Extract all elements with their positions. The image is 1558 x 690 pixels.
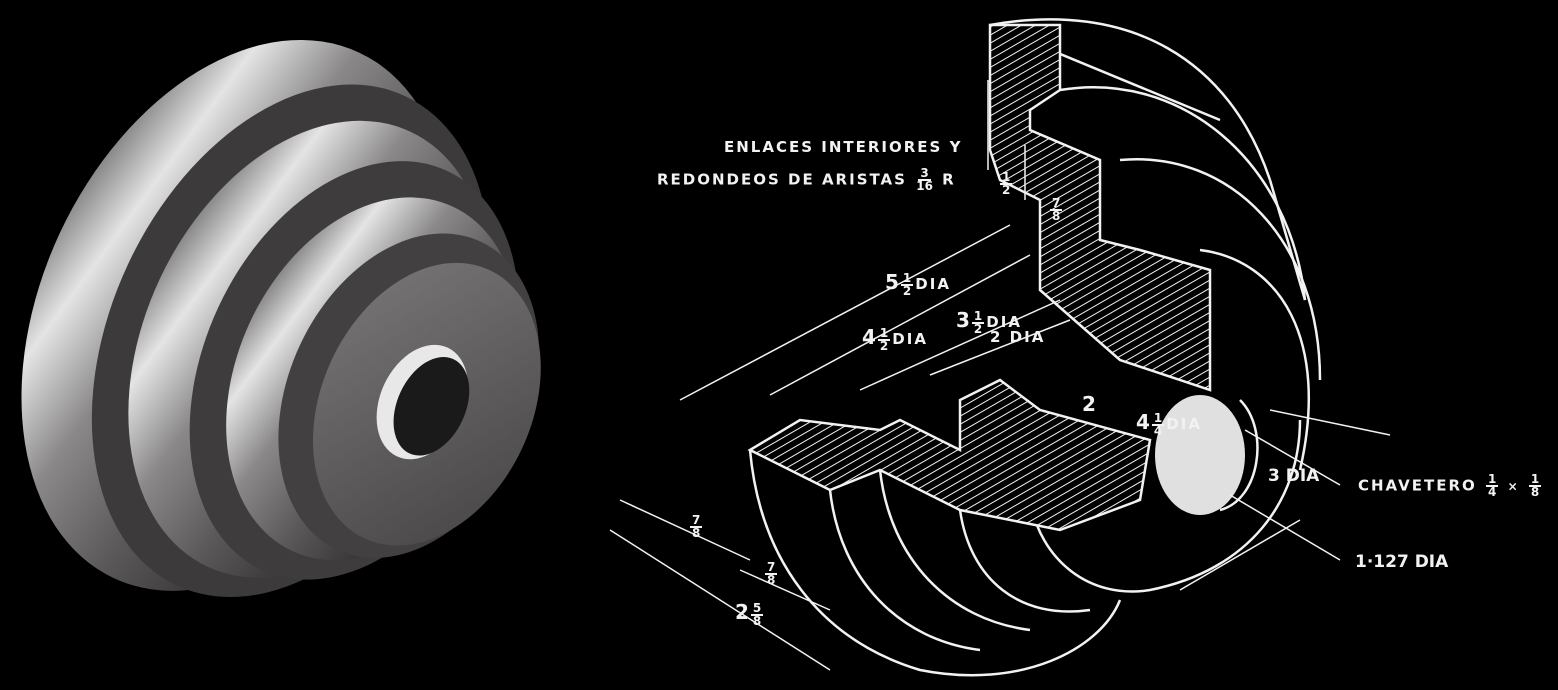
- fillets-note-line1: ENLACES INTERIORES Y: [724, 138, 963, 156]
- section-drawing: [609, 18, 1391, 677]
- bore-hole: [1155, 395, 1245, 515]
- dim-length-2: 2: [1082, 392, 1096, 416]
- bottom-hatched-section: [747, 378, 1152, 532]
- fillets-note-text: REDONDEOS DE ARISTAS: [657, 170, 907, 189]
- keyway-label: CHAVETERO: [1358, 476, 1477, 495]
- top-hatched-section: [988, 23, 1212, 392]
- dim-3-dia: 3 DIA: [1268, 466, 1320, 486]
- dim-2-dia: 2 DIA: [990, 328, 1046, 346]
- fillets-radius-unit: R: [942, 170, 956, 189]
- pulley-3d-render: [21, 39, 541, 598]
- bore-dia: 1·127 DIA: [1355, 552, 1449, 572]
- dimension-lines: [609, 80, 1391, 671]
